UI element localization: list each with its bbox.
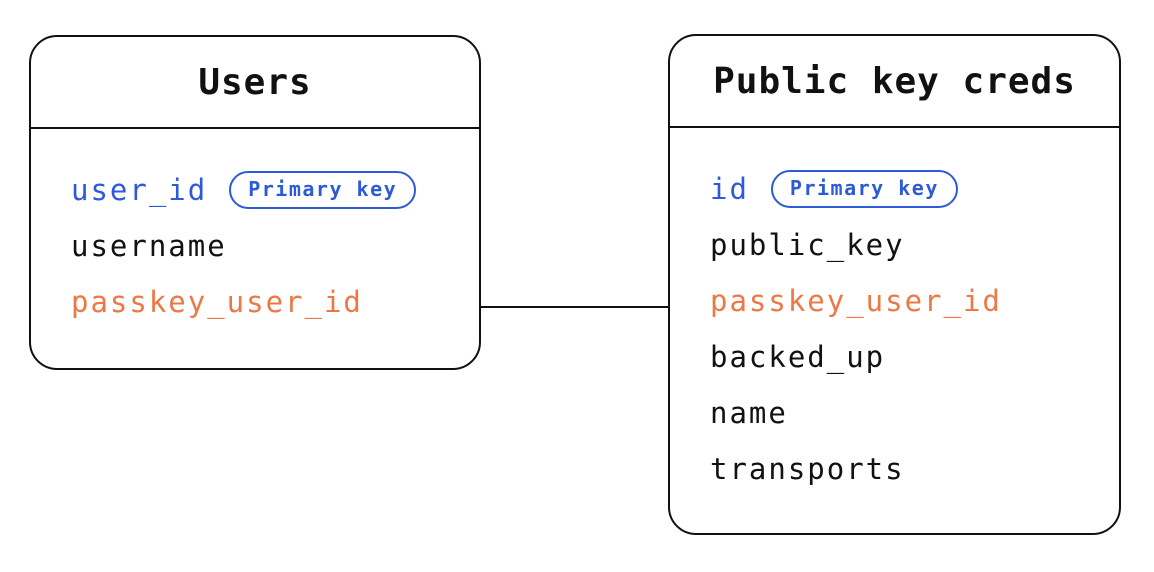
field-row-user-id: user_id Primary key (71, 162, 459, 218)
field-row-id: id Primary key (710, 161, 1099, 217)
field-row-public-key: public_key (710, 217, 1099, 273)
field-name-backed-up: backed_up (710, 340, 886, 374)
field-name-public-key: public_key (710, 228, 905, 262)
field-name-transports: transports (710, 452, 905, 486)
field-row-passkey-user-id: passkey_user_id (71, 274, 459, 330)
field-row-username: username (71, 218, 459, 274)
field-row-passkey-user-id: passkey_user_id (710, 273, 1099, 329)
field-name-id: id (710, 172, 749, 206)
table-users: Users user_id Primary key username passk… (29, 35, 481, 370)
primary-key-badge: Primary key (770, 170, 958, 208)
field-row-transports: transports (710, 441, 1099, 497)
field-name-user-id: user_id (71, 173, 208, 207)
table-users-header: Users (31, 37, 479, 129)
field-name-passkey-user-id: passkey_user_id (71, 285, 363, 319)
table-public-key-creds-header: Public key creds (670, 36, 1119, 128)
table-users-title: Users (198, 61, 312, 103)
field-row-name: name (710, 385, 1099, 441)
field-name-passkey-user-id: passkey_user_id (710, 284, 1002, 318)
table-public-key-creds: Public key creds id Primary key public_k… (668, 34, 1121, 535)
primary-key-badge: Primary key (229, 171, 417, 209)
relationship-line (481, 306, 668, 308)
table-public-key-creds-body: id Primary key public_key passkey_user_i… (670, 128, 1119, 497)
table-public-key-creds-title: Public key creds (713, 60, 1076, 102)
field-row-backed-up: backed_up (710, 329, 1099, 385)
table-users-body: user_id Primary key username passkey_use… (31, 129, 479, 330)
field-name-name: name (710, 396, 788, 430)
field-name-username: username (71, 229, 227, 263)
